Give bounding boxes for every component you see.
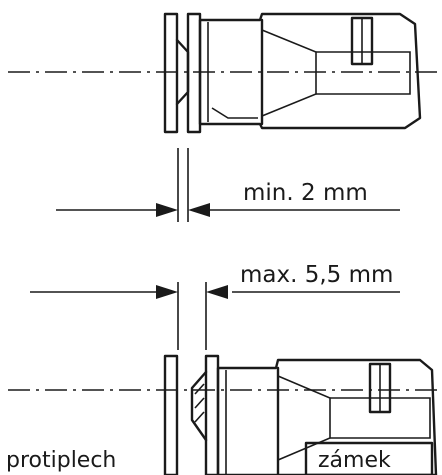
- bottom-assembly: zámek protiplech: [6, 354, 440, 475]
- min-gap-dimension: min. 2 mm: [56, 148, 400, 222]
- top-lock-body: [198, 12, 422, 130]
- strike-plate-label: protiplech: [6, 448, 116, 473]
- bottom-strike-plate-right: [204, 354, 220, 475]
- top-assembly: [8, 12, 440, 134]
- bottom-strike-plate-left: [163, 354, 179, 475]
- min-gap-label: min. 2 mm: [243, 180, 368, 206]
- bottom-lock-body: [216, 358, 438, 475]
- max-gap-dimension: max. 5,5 mm: [30, 262, 400, 350]
- bottom-latch-bolt: [190, 370, 208, 442]
- max-gap-label: max. 5,5 mm: [240, 262, 393, 288]
- lock-label: zámek: [318, 448, 391, 473]
- top-strike-plate-left: [163, 12, 179, 134]
- lock-label-box: [304, 441, 434, 475]
- top-latch-bolt: [175, 38, 190, 106]
- top-strike-plate-right: [186, 12, 202, 134]
